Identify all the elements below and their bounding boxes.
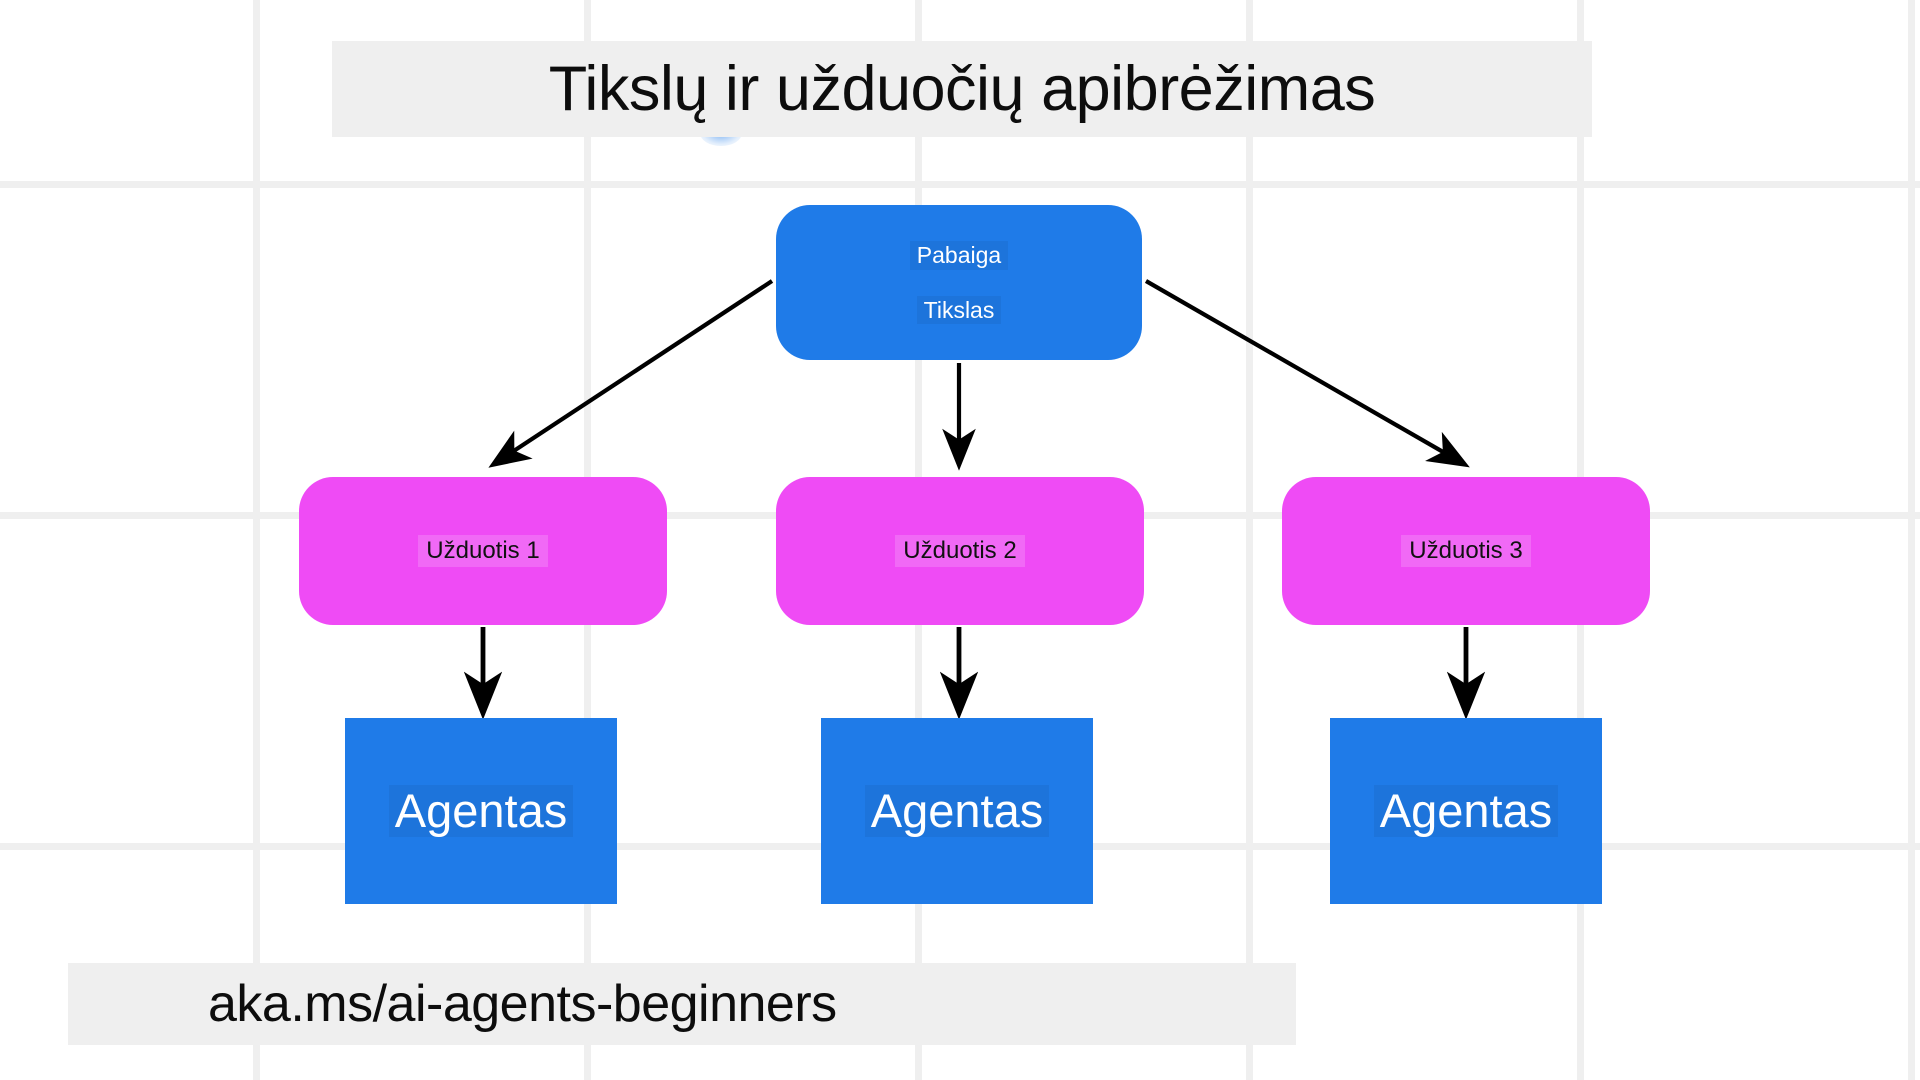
agent-box-3-label: Agentas [1373,785,1559,837]
goal-node-label-end: Pabaiga [909,241,1009,270]
task-node-2-label: Užduotis 2 [895,535,1025,567]
agent-box-1[interactable]: Agentas [345,718,617,904]
task-node-2[interactable]: Užduotis 2 [776,477,1144,625]
page-title: Tikslų ir užduočių apibrėžimas [548,54,1376,124]
title-banner: Tikslų ir užduočių apibrėžimas [332,41,1592,137]
footer-url-banner: aka.ms/ai-agents-beginners [68,963,1296,1045]
agent-box-3[interactable]: Agentas [1330,718,1602,904]
task-node-1[interactable]: Užduotis 1 [299,477,667,625]
agent-box-1-label: Agentas [388,785,574,837]
goal-node-label-goal: Tikslas [916,295,1002,324]
task-node-1-label: Užduotis 1 [418,535,548,567]
edge-goal-to-task-1 [488,279,774,468]
footer-url-text[interactable]: aka.ms/ai-agents-beginners [208,975,837,1033]
task-node-3[interactable]: Užduotis 3 [1282,477,1650,625]
edge-goal-to-task-3 [1144,279,1470,468]
agent-box-2-label: Agentas [864,785,1050,837]
goal-node[interactable]: Pabaiga Tikslas [776,205,1142,360]
task-node-3-label: Užduotis 3 [1401,535,1531,567]
agent-box-2[interactable]: Agentas [821,718,1093,904]
